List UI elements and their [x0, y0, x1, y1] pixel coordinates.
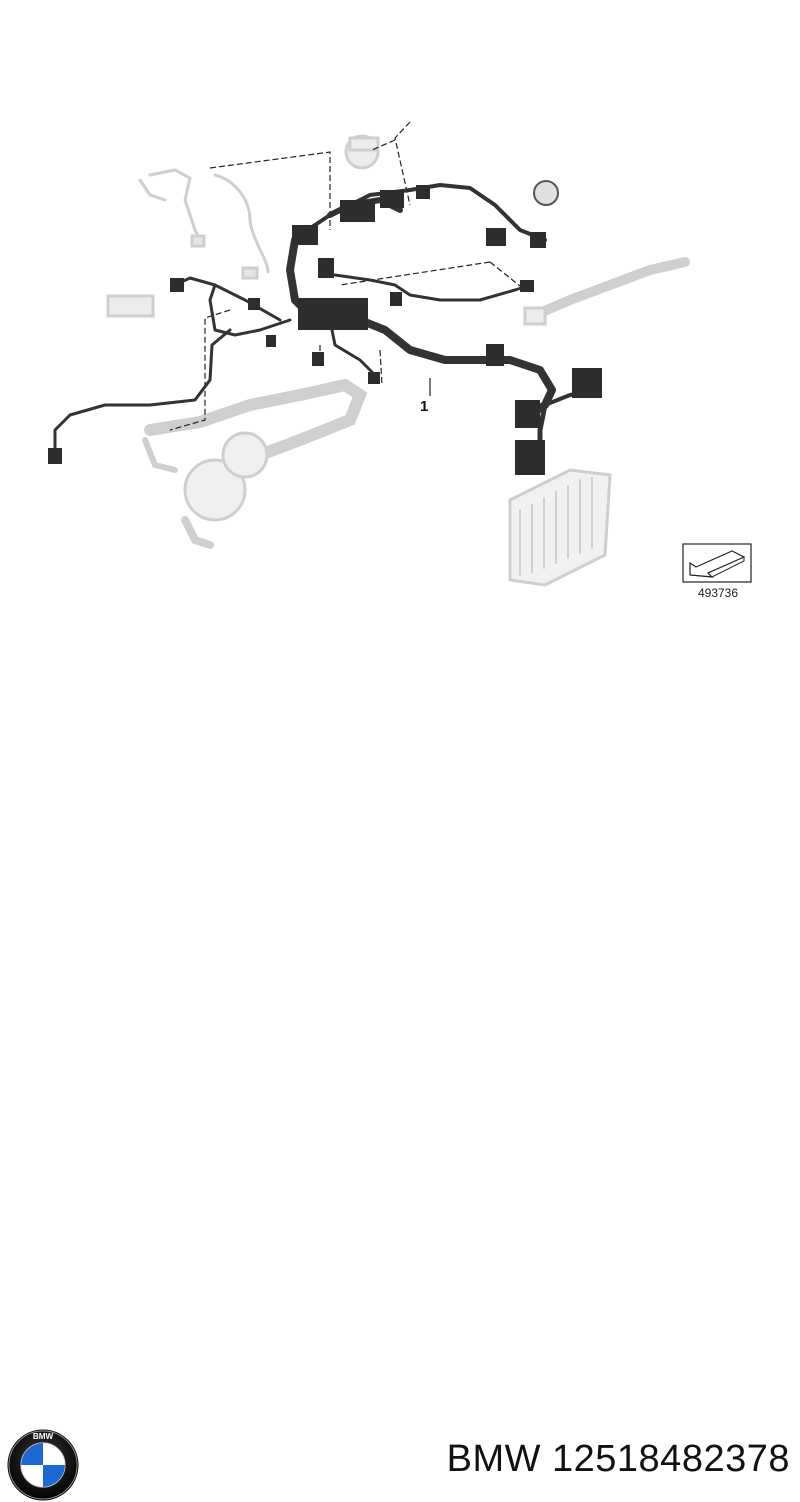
- connector: [170, 278, 184, 292]
- connector: [248, 298, 260, 310]
- part-caption: BMW 12518482378: [446, 1438, 790, 1480]
- connector-block: [298, 298, 368, 330]
- reference-number: 493736: [697, 586, 739, 600]
- connector: [368, 372, 380, 384]
- connector: [486, 344, 504, 366]
- turbocharger: [183, 458, 247, 522]
- connector: [380, 190, 404, 208]
- knock-sensor: [533, 180, 559, 206]
- connector: [390, 292, 402, 306]
- ghost-parts: [106, 134, 690, 587]
- engine-control-unit: [508, 468, 612, 587]
- connector: [515, 400, 540, 428]
- wiring-harness-illustration: [48, 121, 690, 587]
- connector: [340, 200, 375, 222]
- connector: [318, 258, 334, 278]
- connector: [520, 280, 534, 292]
- bmw-logo-icon: BMW: [7, 1429, 79, 1501]
- harness-branch-left: [173, 276, 282, 322]
- footer: BMW BMW 12518482378: [0, 700, 800, 1501]
- fuel-rail: [530, 257, 690, 320]
- connector: [292, 225, 318, 245]
- connector: [486, 228, 506, 246]
- ecu-connector: [572, 368, 602, 398]
- harness-branch-sensor: [53, 328, 232, 457]
- connector: [416, 185, 430, 199]
- map-sensor: [106, 294, 155, 318]
- connectors: [48, 185, 602, 475]
- exhaust-manifold: [144, 378, 368, 461]
- connector: [48, 448, 62, 464]
- connector: [312, 352, 324, 366]
- reference-symbol-icon: [682, 543, 752, 583]
- connector: [530, 232, 546, 248]
- ecu-connector: [515, 440, 545, 475]
- lambda-cable: [213, 173, 270, 274]
- connector: [266, 335, 276, 347]
- lambda-sensor-front: [148, 168, 202, 242]
- logo-lettering: BMW: [33, 1432, 54, 1441]
- callout-part-number: 1: [420, 398, 429, 415]
